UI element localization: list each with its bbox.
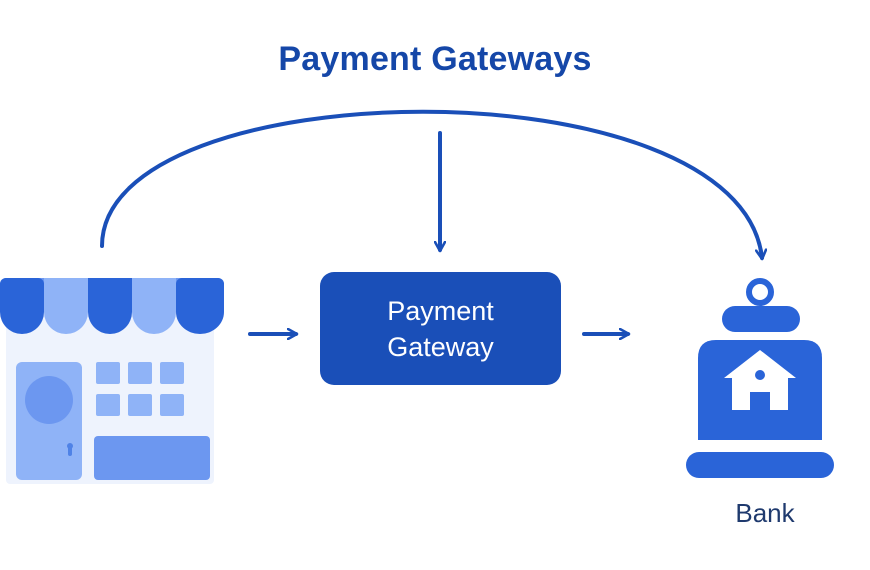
diagram-title: Payment Gateways xyxy=(278,40,592,78)
gateway-label-line2: Gateway xyxy=(387,331,494,362)
storefront-icon xyxy=(0,278,224,484)
arc-store-to-bank xyxy=(100,109,762,258)
bank-label: Bank xyxy=(735,498,795,528)
bank-house-icon xyxy=(686,278,834,478)
gateway-label-line1: Payment xyxy=(387,295,494,326)
payment-gateway-node: Payment Gateway xyxy=(320,272,561,385)
